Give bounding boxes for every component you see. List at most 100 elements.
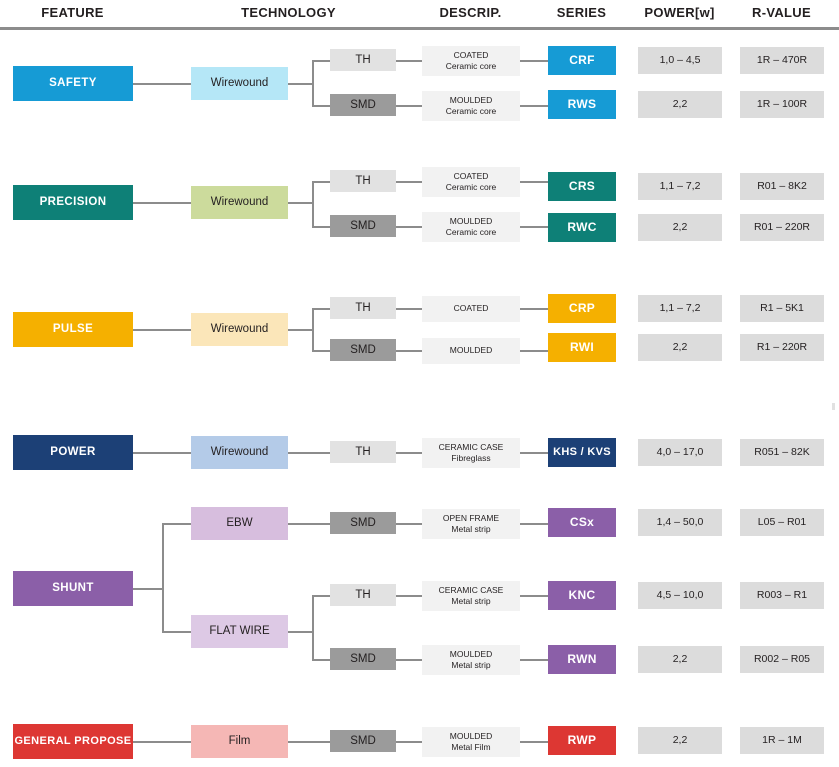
header-series: SERIES bbox=[556, 5, 607, 20]
series-khs-kvs[interactable]: KHS / KVS bbox=[548, 438, 616, 467]
connector-split-th bbox=[312, 181, 330, 183]
connector-desc-series bbox=[520, 350, 548, 352]
feature-shunt[interactable]: SHUNT bbox=[13, 571, 133, 606]
series-crp[interactable]: CRP bbox=[548, 294, 616, 323]
mount-th[interactable]: TH bbox=[330, 297, 396, 319]
connector-mount-desc bbox=[396, 595, 422, 597]
connector-split-th bbox=[312, 595, 330, 597]
power-value: 2,2 bbox=[638, 646, 722, 673]
series-crs[interactable]: CRS bbox=[548, 172, 616, 201]
power-value: 1,1 – 7,2 bbox=[638, 173, 722, 200]
power-value: 2,2 bbox=[638, 727, 722, 754]
desc-line-1: MOULDED bbox=[449, 94, 493, 105]
connector-desc-series bbox=[520, 60, 548, 62]
connector-feature-tech bbox=[133, 329, 191, 331]
rvalue-value: R01 – 8K2 bbox=[740, 173, 824, 200]
rvalue-value: R003 – R1 bbox=[740, 582, 824, 609]
connector-tech-mount bbox=[288, 452, 330, 454]
desc-line-1: OPEN FRAME bbox=[442, 512, 500, 523]
power-value: 1,4 – 50,0 bbox=[638, 509, 722, 536]
desc-line-2: Ceramic core bbox=[445, 106, 497, 116]
connector-mount-desc bbox=[396, 741, 422, 743]
mount-th[interactable]: TH bbox=[330, 49, 396, 71]
connector-split-th bbox=[312, 308, 330, 310]
technology-film[interactable]: Film bbox=[191, 725, 288, 758]
header-technology: TECHNOLOGY bbox=[241, 5, 336, 20]
desc-line-1: MOULDED bbox=[449, 215, 493, 226]
mount-th[interactable]: TH bbox=[330, 584, 396, 606]
connector-mount-desc bbox=[396, 308, 422, 310]
rvalue-value: L05 – R01 bbox=[740, 509, 824, 536]
connector-desc-series bbox=[520, 523, 548, 525]
rvalue-value: R1 – 5K1 bbox=[740, 295, 824, 322]
description-box: CERAMIC CASE Fibreglass bbox=[422, 438, 520, 468]
series-rwc[interactable]: RWC bbox=[548, 213, 616, 242]
mount-smd[interactable]: SMD bbox=[330, 94, 396, 116]
technology-flat-wire[interactable]: FLAT WIRE bbox=[191, 615, 288, 648]
power-value: 4,0 – 17,0 bbox=[638, 439, 722, 466]
technology-safety[interactable]: Wirewound bbox=[191, 67, 288, 100]
header-feature: FEATURE bbox=[41, 5, 104, 20]
mount-th[interactable]: TH bbox=[330, 170, 396, 192]
connector-desc-series bbox=[520, 308, 548, 310]
desc-line-2: Metal Film bbox=[451, 742, 491, 752]
feature-power[interactable]: POWER bbox=[13, 435, 133, 470]
series-csx[interactable]: CSx bbox=[548, 508, 616, 537]
description-box: COATED bbox=[422, 296, 520, 322]
connector-mount-desc bbox=[396, 181, 422, 183]
connector-desc-series bbox=[520, 105, 548, 107]
desc-line-2: Metal strip bbox=[451, 596, 491, 606]
series-knc[interactable]: KNC bbox=[548, 581, 616, 610]
connector-feature-tech bbox=[133, 741, 191, 743]
rvalue-value: R1 – 220R bbox=[740, 334, 824, 361]
desc-line-1: CERAMIC CASE bbox=[438, 441, 504, 452]
connector-ebw-smd bbox=[288, 523, 330, 525]
description-box: MOULDED Metal strip bbox=[422, 645, 520, 675]
header-power: POWER[w] bbox=[644, 5, 715, 20]
mount-th[interactable]: TH bbox=[330, 441, 396, 463]
desc-line-2: Fibreglass bbox=[451, 453, 491, 463]
mount-smd[interactable]: SMD bbox=[330, 339, 396, 361]
feature-general-propose[interactable]: GENERAL PROPOSE bbox=[13, 724, 133, 759]
power-value: 2,2 bbox=[638, 334, 722, 361]
connector-mount-desc bbox=[396, 523, 422, 525]
connector-tech-split bbox=[288, 83, 313, 85]
connector-mount-desc bbox=[396, 452, 422, 454]
power-value: 1,1 – 7,2 bbox=[638, 295, 722, 322]
rvalue-value: 1R – 470R bbox=[740, 47, 824, 74]
connector-split-smd bbox=[312, 105, 330, 107]
feature-precision[interactable]: PRECISION bbox=[13, 185, 133, 220]
connector-desc-series bbox=[520, 659, 548, 661]
connector-split-smd bbox=[312, 226, 330, 228]
technology-precision[interactable]: Wirewound bbox=[191, 186, 288, 219]
technology-ebw[interactable]: EBW bbox=[191, 507, 288, 540]
feature-pulse[interactable]: PULSE bbox=[13, 312, 133, 347]
mount-smd[interactable]: SMD bbox=[330, 215, 396, 237]
mount-smd[interactable]: SMD bbox=[330, 512, 396, 534]
series-crf[interactable]: CRF bbox=[548, 46, 616, 75]
mount-smd[interactable]: SMD bbox=[330, 730, 396, 752]
rvalue-value: R051 – 82K bbox=[740, 439, 824, 466]
series-rwn[interactable]: RWN bbox=[548, 645, 616, 674]
feature-safety[interactable]: SAFETY bbox=[13, 66, 133, 101]
series-rws[interactable]: RWS bbox=[548, 90, 616, 119]
header-rvalue: R-VALUE bbox=[752, 5, 811, 20]
series-rwi[interactable]: RWI bbox=[548, 333, 616, 362]
description-box: COATED Ceramic core bbox=[422, 167, 520, 197]
technology-pulse[interactable]: Wirewound bbox=[191, 313, 288, 346]
mount-smd[interactable]: SMD bbox=[330, 648, 396, 670]
desc-line-2: Ceramic core bbox=[445, 182, 497, 192]
desc-line-2: Ceramic core bbox=[445, 227, 497, 237]
power-value: 1,0 – 4,5 bbox=[638, 47, 722, 74]
desc-line-2: Metal strip bbox=[451, 660, 491, 670]
connector-shunt-vertical bbox=[162, 523, 164, 633]
connector-tech-mount bbox=[288, 741, 330, 743]
desc-line-1: MOULDED bbox=[449, 730, 493, 741]
description-box: MOULDED Metal Film bbox=[422, 727, 520, 757]
series-rwp[interactable]: RWP bbox=[548, 726, 616, 755]
connector-feature-tech bbox=[133, 452, 191, 454]
technology-power[interactable]: Wirewound bbox=[191, 436, 288, 469]
connector-mount-desc bbox=[396, 226, 422, 228]
connector-desc-series bbox=[520, 741, 548, 743]
